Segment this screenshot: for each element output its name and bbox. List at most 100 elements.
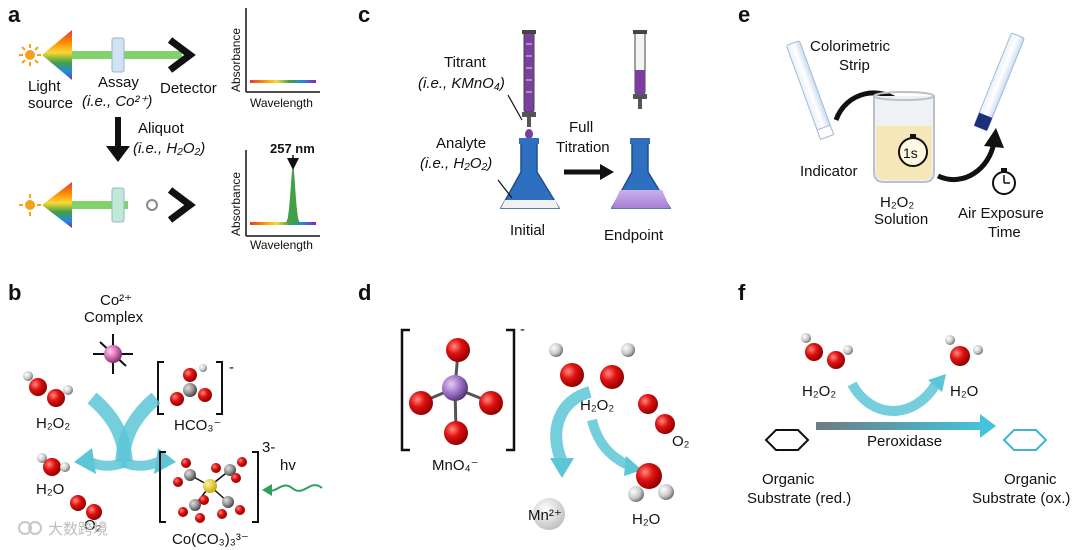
full-titration-label: Full [569, 119, 593, 136]
aliquot-example-label: (i.e., H₂O₂) [133, 140, 205, 157]
light-wave-icon [267, 484, 323, 492]
oxygen-molecule-d [638, 394, 675, 434]
water-molecule-f [945, 335, 983, 366]
permanganate-label: MnO₄⁻ [432, 457, 479, 474]
product-label: Co(CO₃)₃³⁻ [172, 531, 249, 548]
reaction-arrow-to-water-d [587, 418, 633, 471]
flat-spectrum [250, 80, 316, 83]
light-hv-label: hv [280, 457, 296, 474]
titrant-drop [525, 129, 533, 139]
stopwatch-icon [992, 168, 1016, 195]
hydrogen-peroxide-molecule-d [549, 343, 635, 389]
substrate-oxidized-label: Organic [1004, 471, 1057, 488]
arrowhead-manganese [550, 458, 574, 478]
cuvette-icon-2 [111, 187, 125, 223]
water-label-f: H₂O [950, 383, 978, 400]
titrant-label: Titrant [444, 54, 487, 71]
light-source-label: Light [28, 78, 61, 95]
permanganate-molecule [400, 328, 516, 452]
substrate-reduced-icon [764, 429, 810, 451]
absorbance-axis-label: Absorbance [229, 28, 243, 92]
panel-a: a Light source Assay (i.e., Co²⁺) Detect… [8, 2, 320, 252]
reaction-arrow-to-product [120, 457, 160, 471]
aliquot-arrowhead [106, 146, 130, 162]
absorbance-axis-label-2: Absorbance [229, 172, 243, 236]
cobalt-complex-label: Complex [84, 309, 144, 326]
peroxide-to-water-arrowhead [928, 374, 946, 392]
manganese-ion [533, 498, 565, 530]
substrate-reduced-label-2: Substrate (red.) [747, 490, 851, 507]
spectrum-plot-baseline: Absorbance Wavelength [229, 8, 320, 110]
flask-endpoint [610, 138, 672, 209]
titrant-leader-line [507, 94, 523, 121]
absorption-peak [286, 166, 300, 222]
substrate-oxidized-icon [1002, 429, 1048, 451]
peroxidase-label: Peroxidase [867, 433, 942, 450]
oxygen-label-b: O₂ [84, 517, 102, 534]
cuvette-icon [111, 37, 125, 73]
water-molecule-d [628, 463, 674, 502]
exposure-arrow [936, 141, 997, 183]
spectrum-plot-peak: 257 nm Absorbance Wavelength [229, 141, 320, 252]
titration-arrowhead [600, 164, 614, 180]
panel-letter-c: c [358, 2, 370, 27]
prism-icon [42, 30, 72, 80]
panel-d: d - MnO₄⁻ H₂O₂ [358, 280, 690, 530]
detector-icon-2 [167, 187, 196, 223]
colorimetric-strip-right [974, 32, 1025, 131]
sun-icon [19, 44, 41, 66]
analyte-example-label: (i.e., H₂O₂) [420, 155, 492, 172]
cobalt-complex-charge-label: Co²⁺ [100, 292, 132, 309]
light-source-icon-2 [19, 182, 72, 228]
oxygen-molecule-b [70, 495, 102, 520]
detector-label: Detector [160, 80, 217, 97]
beam-stop-icon [146, 199, 158, 211]
h2o2-label-d: H₂O₂ [580, 397, 614, 414]
initial-label: Initial [510, 222, 545, 239]
manganese-ion-label: Mn²⁺ [528, 507, 562, 524]
permanganate-charge: - [520, 321, 525, 338]
sun-icon-2 [19, 194, 41, 216]
strip-label: Colorimetric [810, 38, 891, 55]
solution-label-2: Solution [874, 211, 928, 228]
panel-c: c Titrant (i.e., KMnO₄) Analyte (i.e., H… [358, 2, 672, 244]
bicarbonate-label: HCO₃⁻ [174, 417, 221, 434]
panel-e: e Colorimetric Strip 1s Indicator H₂O₂ S… [738, 2, 1044, 241]
watermark-text: 大数跨境 [48, 520, 108, 538]
substrate-oxidized-label-2: Substrate (ox.) [972, 490, 1070, 507]
burette-icon-2 [633, 30, 647, 109]
h2o2-label-f: H₂O₂ [802, 383, 836, 400]
wavelength-axis-label: Wavelength [250, 96, 313, 110]
air-exposure-label: Air Exposure [958, 205, 1044, 222]
timer-label: 1s [903, 145, 918, 161]
water-molecule-b [37, 453, 70, 476]
exposure-arrowhead [984, 128, 1004, 148]
assay-example-label: (i.e., Co²⁺) [82, 93, 152, 110]
beaker-icon [873, 91, 935, 183]
burette-icon [522, 30, 536, 127]
indicator-label: Indicator [800, 163, 858, 180]
water-label-d: H₂O [632, 511, 660, 528]
peak-wavelength-label: 257 nm [270, 141, 315, 156]
oxygen-label-d: O₂ [672, 433, 690, 450]
flask-initial [499, 138, 561, 209]
light-wave-arrowhead [262, 484, 272, 496]
prism-icon-2 [42, 182, 72, 228]
full-titration-label-2: Titration [556, 139, 610, 156]
light-beam-2 [72, 201, 128, 209]
colorimetric-strip-left [786, 40, 835, 141]
cobalt-complex-molecule [93, 334, 133, 374]
bicarbonate-charge: - [229, 359, 234, 376]
light-source-icon [19, 30, 72, 80]
reaction-arrow-to-manganese [550, 386, 592, 465]
analyte-label: Analyte [436, 135, 486, 152]
peroxidase-arrowhead [980, 414, 996, 438]
reaction-arrow-right [115, 392, 161, 463]
timer-icon: 1s [898, 134, 928, 167]
aliquot-label: Aliquot [138, 120, 185, 137]
titrant-example-label: (i.e., KMnO₄) [418, 75, 505, 92]
panel-b: b Co²⁺ Complex H₂O₂ - HCO₃ [8, 280, 323, 548]
watermark-logo-icon [18, 521, 32, 535]
product-charge: 3- [262, 439, 275, 456]
peroxidase-arrow [816, 422, 982, 430]
